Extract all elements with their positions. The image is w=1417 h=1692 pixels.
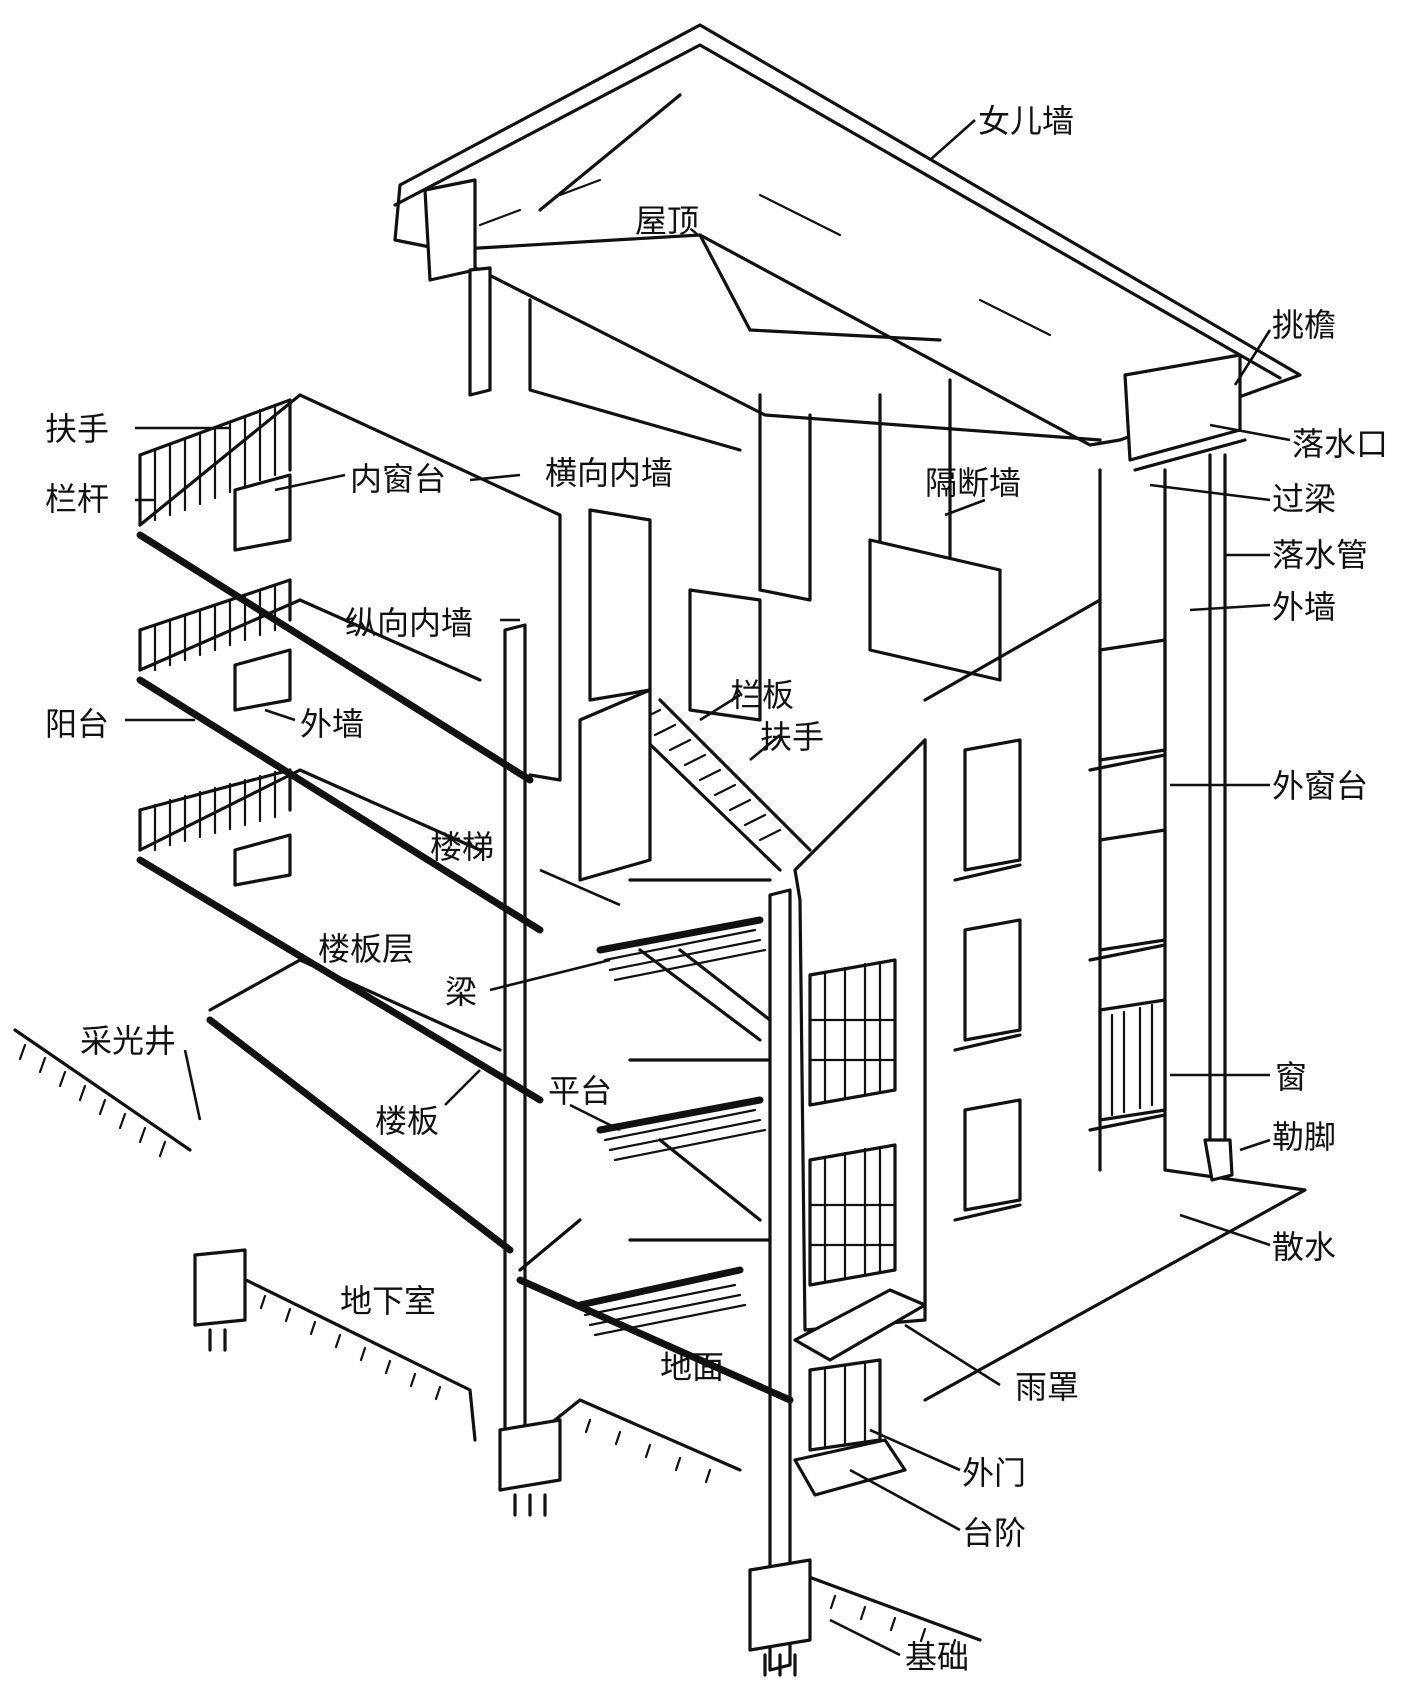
floor-slabs (136, 393, 794, 1404)
label-railing: 栏杆 (45, 480, 109, 518)
label-downpipe: 落水管 (1272, 536, 1368, 574)
label-ground-floor: 地面 (660, 1348, 724, 1386)
label-stair: 楼梯 (430, 828, 494, 866)
walls (468, 266, 1167, 1672)
label-floor-layer: 楼板层 (318, 930, 414, 968)
label-handrail-left: 扶手 (45, 410, 109, 448)
label-landing: 平台 (548, 1072, 612, 1110)
label-basement: 地下室 (340, 1282, 436, 1320)
label-transverse-inner-wall: 横向内墙 (545, 454, 673, 492)
staircase (576, 688, 812, 1337)
label-exterior-sill: 外窗台 (1272, 767, 1368, 805)
label-foundation: 基础 (905, 1638, 969, 1676)
label-exterior-wall-left: 外墙 (300, 705, 364, 743)
label-longitudinal-inner-wall: 纵向内墙 (345, 604, 473, 642)
label-exterior-door: 外门 (962, 1454, 1026, 1492)
roof-structure (393, 23, 1302, 472)
label-roof-drain: 落水口 (1292, 425, 1388, 463)
label-window: 窗 (1275, 1058, 1307, 1096)
label-canopy: 雨罩 (1015, 1368, 1079, 1406)
label-lintel: 过梁 (1272, 480, 1336, 518)
label-light-well: 采光井 (80, 1022, 176, 1060)
inner-sills (233, 473, 292, 887)
label-plinth: 勒脚 (1272, 1118, 1336, 1156)
label-steps: 台阶 (962, 1514, 1026, 1552)
windows (808, 638, 1167, 1287)
label-eaves: 挑檐 (1272, 306, 1336, 344)
label-exterior-wall-right: 外墙 (1272, 588, 1336, 626)
label-roof: 屋顶 (635, 202, 699, 240)
label-balcony: 阳台 (45, 705, 109, 743)
label-inner-sill: 内窗台 (350, 460, 446, 498)
label-floor-slab: 楼板 (375, 1102, 439, 1140)
label-parapet: 女儿墙 (978, 102, 1074, 140)
leader-lines (125, 119, 1291, 1657)
downpipe-drawing (1203, 453, 1234, 1182)
label-beam: 梁 (445, 973, 477, 1011)
balcony-railings (138, 398, 292, 852)
label-handrail-stair: 扶手 (760, 718, 824, 756)
label-partition-wall: 隔断墙 (925, 464, 1021, 502)
label-baluster-panel: 栏板 (730, 676, 794, 714)
label-apron: 散水 (1272, 1228, 1336, 1266)
labels: 女儿墙 屋顶 挑檐 落水口 过梁 落水管 外墙 隔断墙 横向内墙 内窗台 扶手 … (45, 102, 1388, 1676)
foundations (193, 1248, 812, 1677)
